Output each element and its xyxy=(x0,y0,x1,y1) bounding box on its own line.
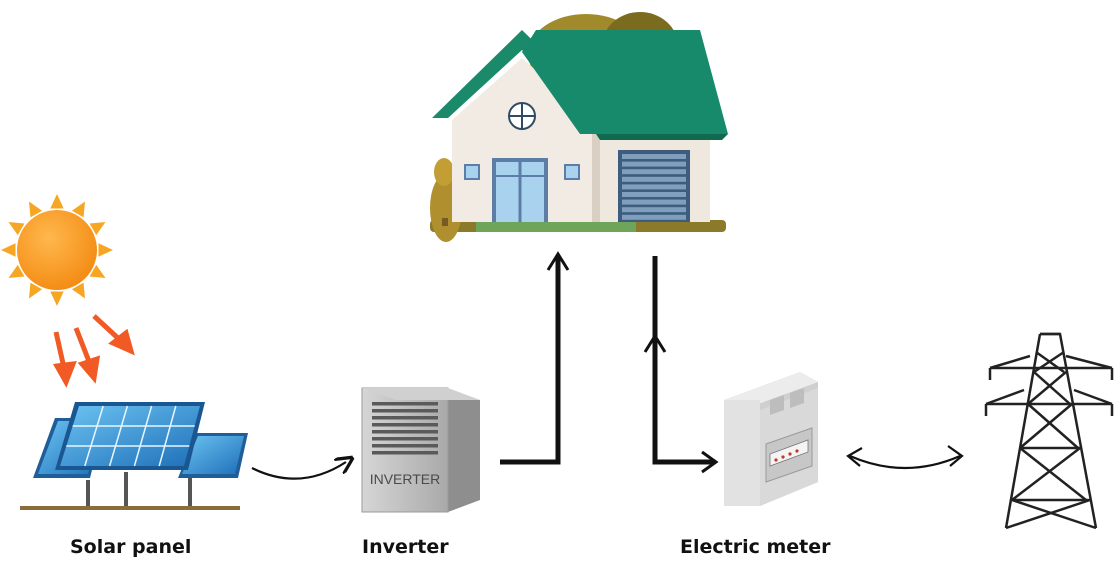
solar-panel-label: Solar panel xyxy=(70,536,192,558)
house-icon xyxy=(430,12,728,242)
inverter-label: Inverter xyxy=(362,536,449,558)
electric-meter-label: Electric meter xyxy=(680,536,831,558)
inverter-text: INVERTER xyxy=(370,471,441,487)
arrow-meter-tower xyxy=(849,454,961,470)
sun-icon xyxy=(1,194,135,388)
arrow-house-to-meter xyxy=(652,256,714,465)
inverter-icon: INVERTER xyxy=(361,387,480,513)
electric-meter-icon xyxy=(724,372,818,506)
arrow-inverter-to-house xyxy=(500,256,561,465)
power-tower-icon xyxy=(984,332,1114,530)
solar-panel-icon xyxy=(20,402,248,510)
arrow-solar-to-inverter xyxy=(251,462,346,480)
